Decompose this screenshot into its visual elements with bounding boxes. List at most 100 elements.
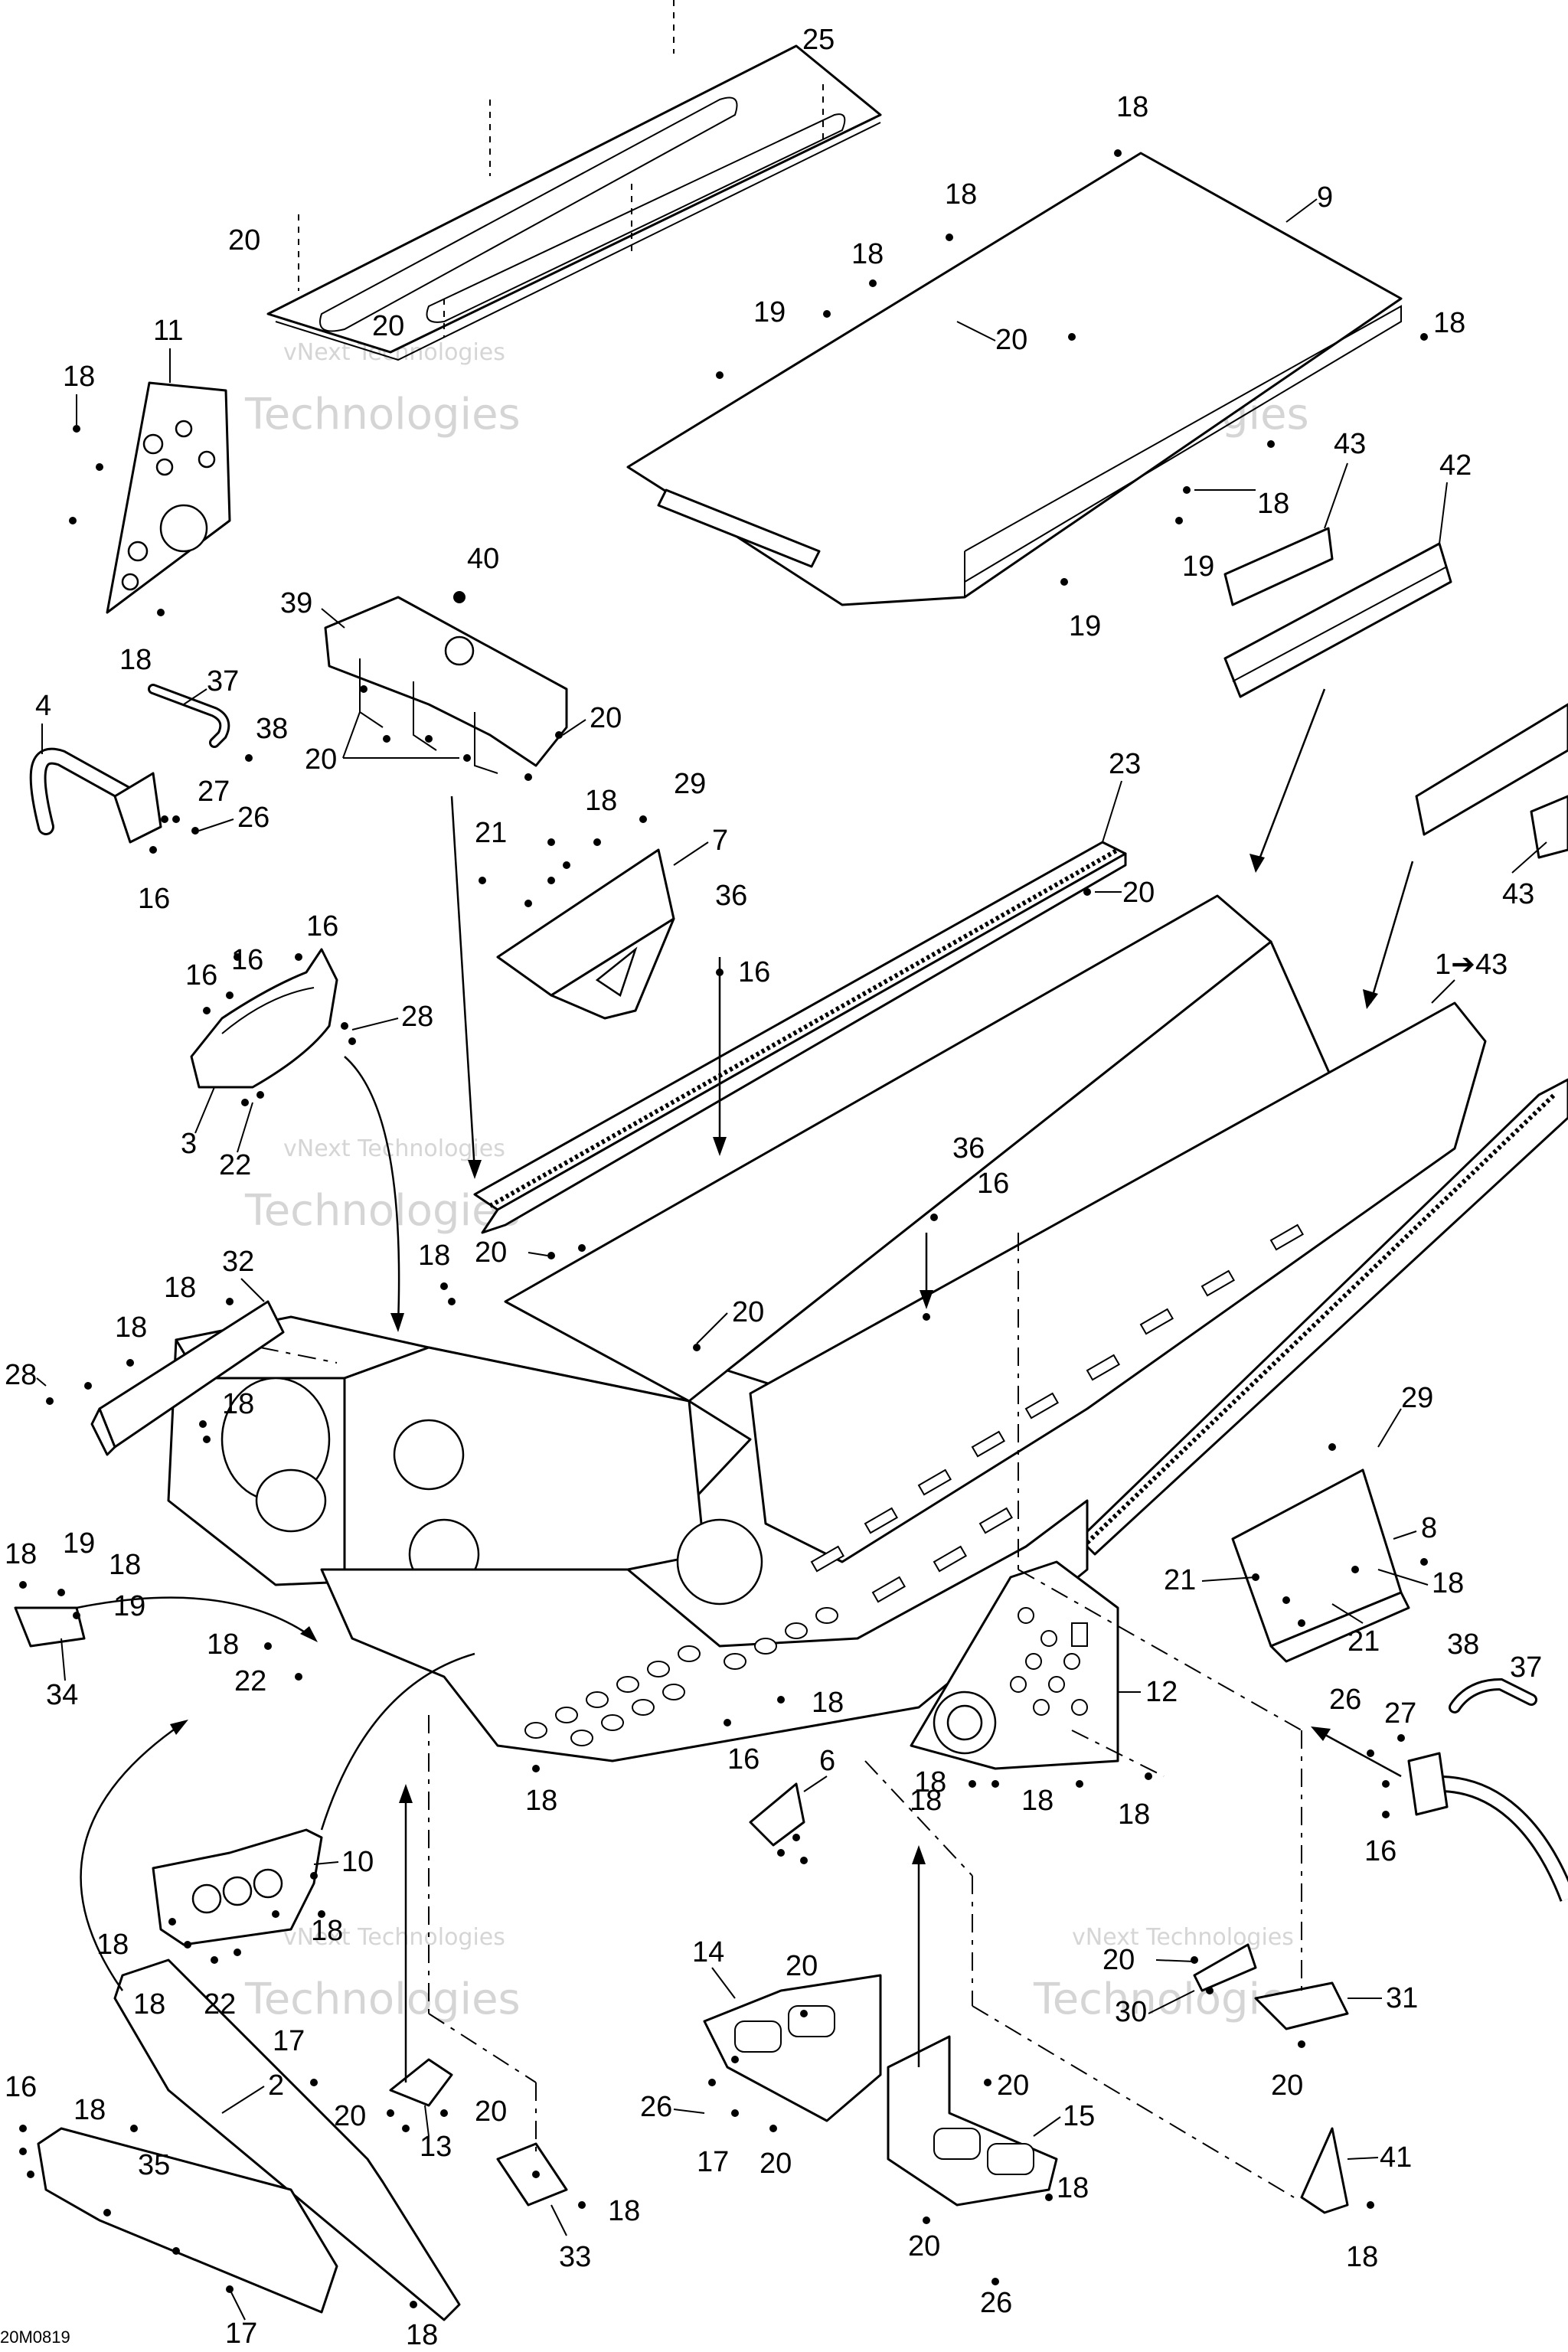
part-30-clip [1193,1943,1257,1992]
part-13-clip [389,2058,453,2107]
callout-16: 16 [185,959,217,991]
callout-43: 43 [1334,428,1366,460]
callout-19: 19 [113,1590,145,1622]
callout-11: 11 [153,315,183,347]
svg-text:vNext Technologies: vNext Technologies [1072,1924,1294,1951]
callout-18: 18 [945,178,977,211]
callout-28: 28 [5,1359,37,1391]
callout-32: 32 [222,1246,254,1278]
part-7-bracket [496,848,675,1020]
callout-39: 39 [280,587,312,619]
callout-16: 16 [5,2071,37,2103]
svg-text:Technologies: Technologies [244,1975,521,2024]
callout-26: 26 [1329,1684,1361,1716]
callout-18: 18 [585,785,617,817]
callout-25: 25 [802,24,835,56]
callout-20: 20 [760,2148,792,2180]
callout-16: 16 [977,1168,1009,1200]
part-25-top-panel [266,0,882,361]
callout-35: 35 [138,2149,170,2181]
callout-16: 16 [231,944,263,976]
callout-17: 17 [273,2025,305,2057]
part-12-gusset [910,1560,1119,1770]
callout-19: 19 [1182,550,1214,583]
callout-20: 20 [334,2100,366,2132]
callout-18: 18 [914,1766,946,1798]
part-39-cross-support [324,596,568,774]
callout-21: 21 [475,817,507,849]
part-2-cross-member [113,1958,461,2321]
callout-18: 18 [96,1929,129,1961]
part-4-hose [29,747,162,844]
callout-20: 20 [372,310,404,342]
part-11-gusset [106,381,231,614]
fasteners [19,149,1428,2308]
callout-20: 20 [475,1236,507,1269]
callout-18: 18 [115,1312,147,1344]
callout-18: 18 [1433,307,1465,339]
callout-16: 16 [738,956,770,988]
callout-18: 18 [5,1538,37,1570]
callout-20: 20 [475,2096,507,2128]
part-37-handle-right [1407,1677,1568,1902]
part-10-plate [152,1828,323,1946]
callout-18: 18 [1021,1785,1054,1817]
callout-18: 18 [109,1549,141,1581]
part-35-cross-member [37,2127,338,2314]
callout-42: 42 [1439,449,1472,482]
callout-18: 18 [812,1687,844,1719]
callout-31: 31 [1386,1982,1418,2014]
callout-22: 22 [234,1665,266,1697]
part-23-rail-right [1078,1078,1568,1556]
tunnel-chassis [167,894,1487,1762]
callout-2: 2 [268,2069,284,2102]
callout-16: 16 [306,910,338,942]
callout-18: 18 [1057,2172,1089,2204]
callout-18: 18 [406,2319,438,2351]
callout-16: 16 [1364,1835,1396,1867]
callout-18: 18 [608,2195,640,2227]
svg-text:vNext Technologies: vNext Technologies [283,1924,505,1951]
callout-20: 20 [732,1296,764,1328]
callout-16: 16 [727,1743,760,1775]
callout-20: 20 [997,2069,1029,2102]
part-31-clip [1254,1981,1349,2030]
callout-1➔43: 1➔43 [1435,949,1508,981]
callout-17: 17 [225,2318,257,2350]
callout-17: 17 [697,2146,729,2178]
callout-18: 18 [207,1628,239,1661]
part-9-deck-panel [626,152,1403,606]
svg-text:vNext Technologies: vNext Technologies [283,1135,505,1162]
callout-36: 36 [952,1132,985,1165]
callout-21: 21 [1348,1625,1380,1658]
callout-15: 15 [1063,2100,1095,2132]
callout-6: 6 [819,1745,835,1777]
part-42-bracket [1223,542,1452,698]
callout-30: 30 [1115,1996,1147,2028]
callout-20: 20 [228,224,260,256]
callout-20: 20 [1271,2069,1303,2102]
part-43-bracket [1223,527,1334,606]
callout-16: 16 [138,883,170,915]
callout-40: 40 [467,543,499,575]
callout-29: 29 [674,768,706,800]
callout-20: 20 [908,2230,940,2262]
callout-8: 8 [1421,1512,1437,1544]
callout-20: 20 [995,324,1027,356]
callout-20: 20 [1102,1944,1135,1976]
callout-18: 18 [63,361,95,393]
part-14-bracket [703,1974,882,2122]
callout-29: 29 [1401,1382,1433,1414]
callout-20: 20 [590,702,622,734]
callout-18: 18 [910,1785,942,1817]
callout-18: 18 [222,1388,254,1420]
callout-18: 18 [1257,488,1289,520]
callout-37: 37 [1510,1651,1542,1684]
assembly-arrows [76,688,1414,2198]
callout-26: 26 [980,2287,1012,2319]
callout-18: 18 [164,1272,196,1304]
callout-12: 12 [1145,1676,1178,1708]
svg-text:Technologies: Technologies [244,390,521,439]
callout-23: 23 [1109,748,1141,780]
callout-18: 18 [1432,1567,1464,1599]
